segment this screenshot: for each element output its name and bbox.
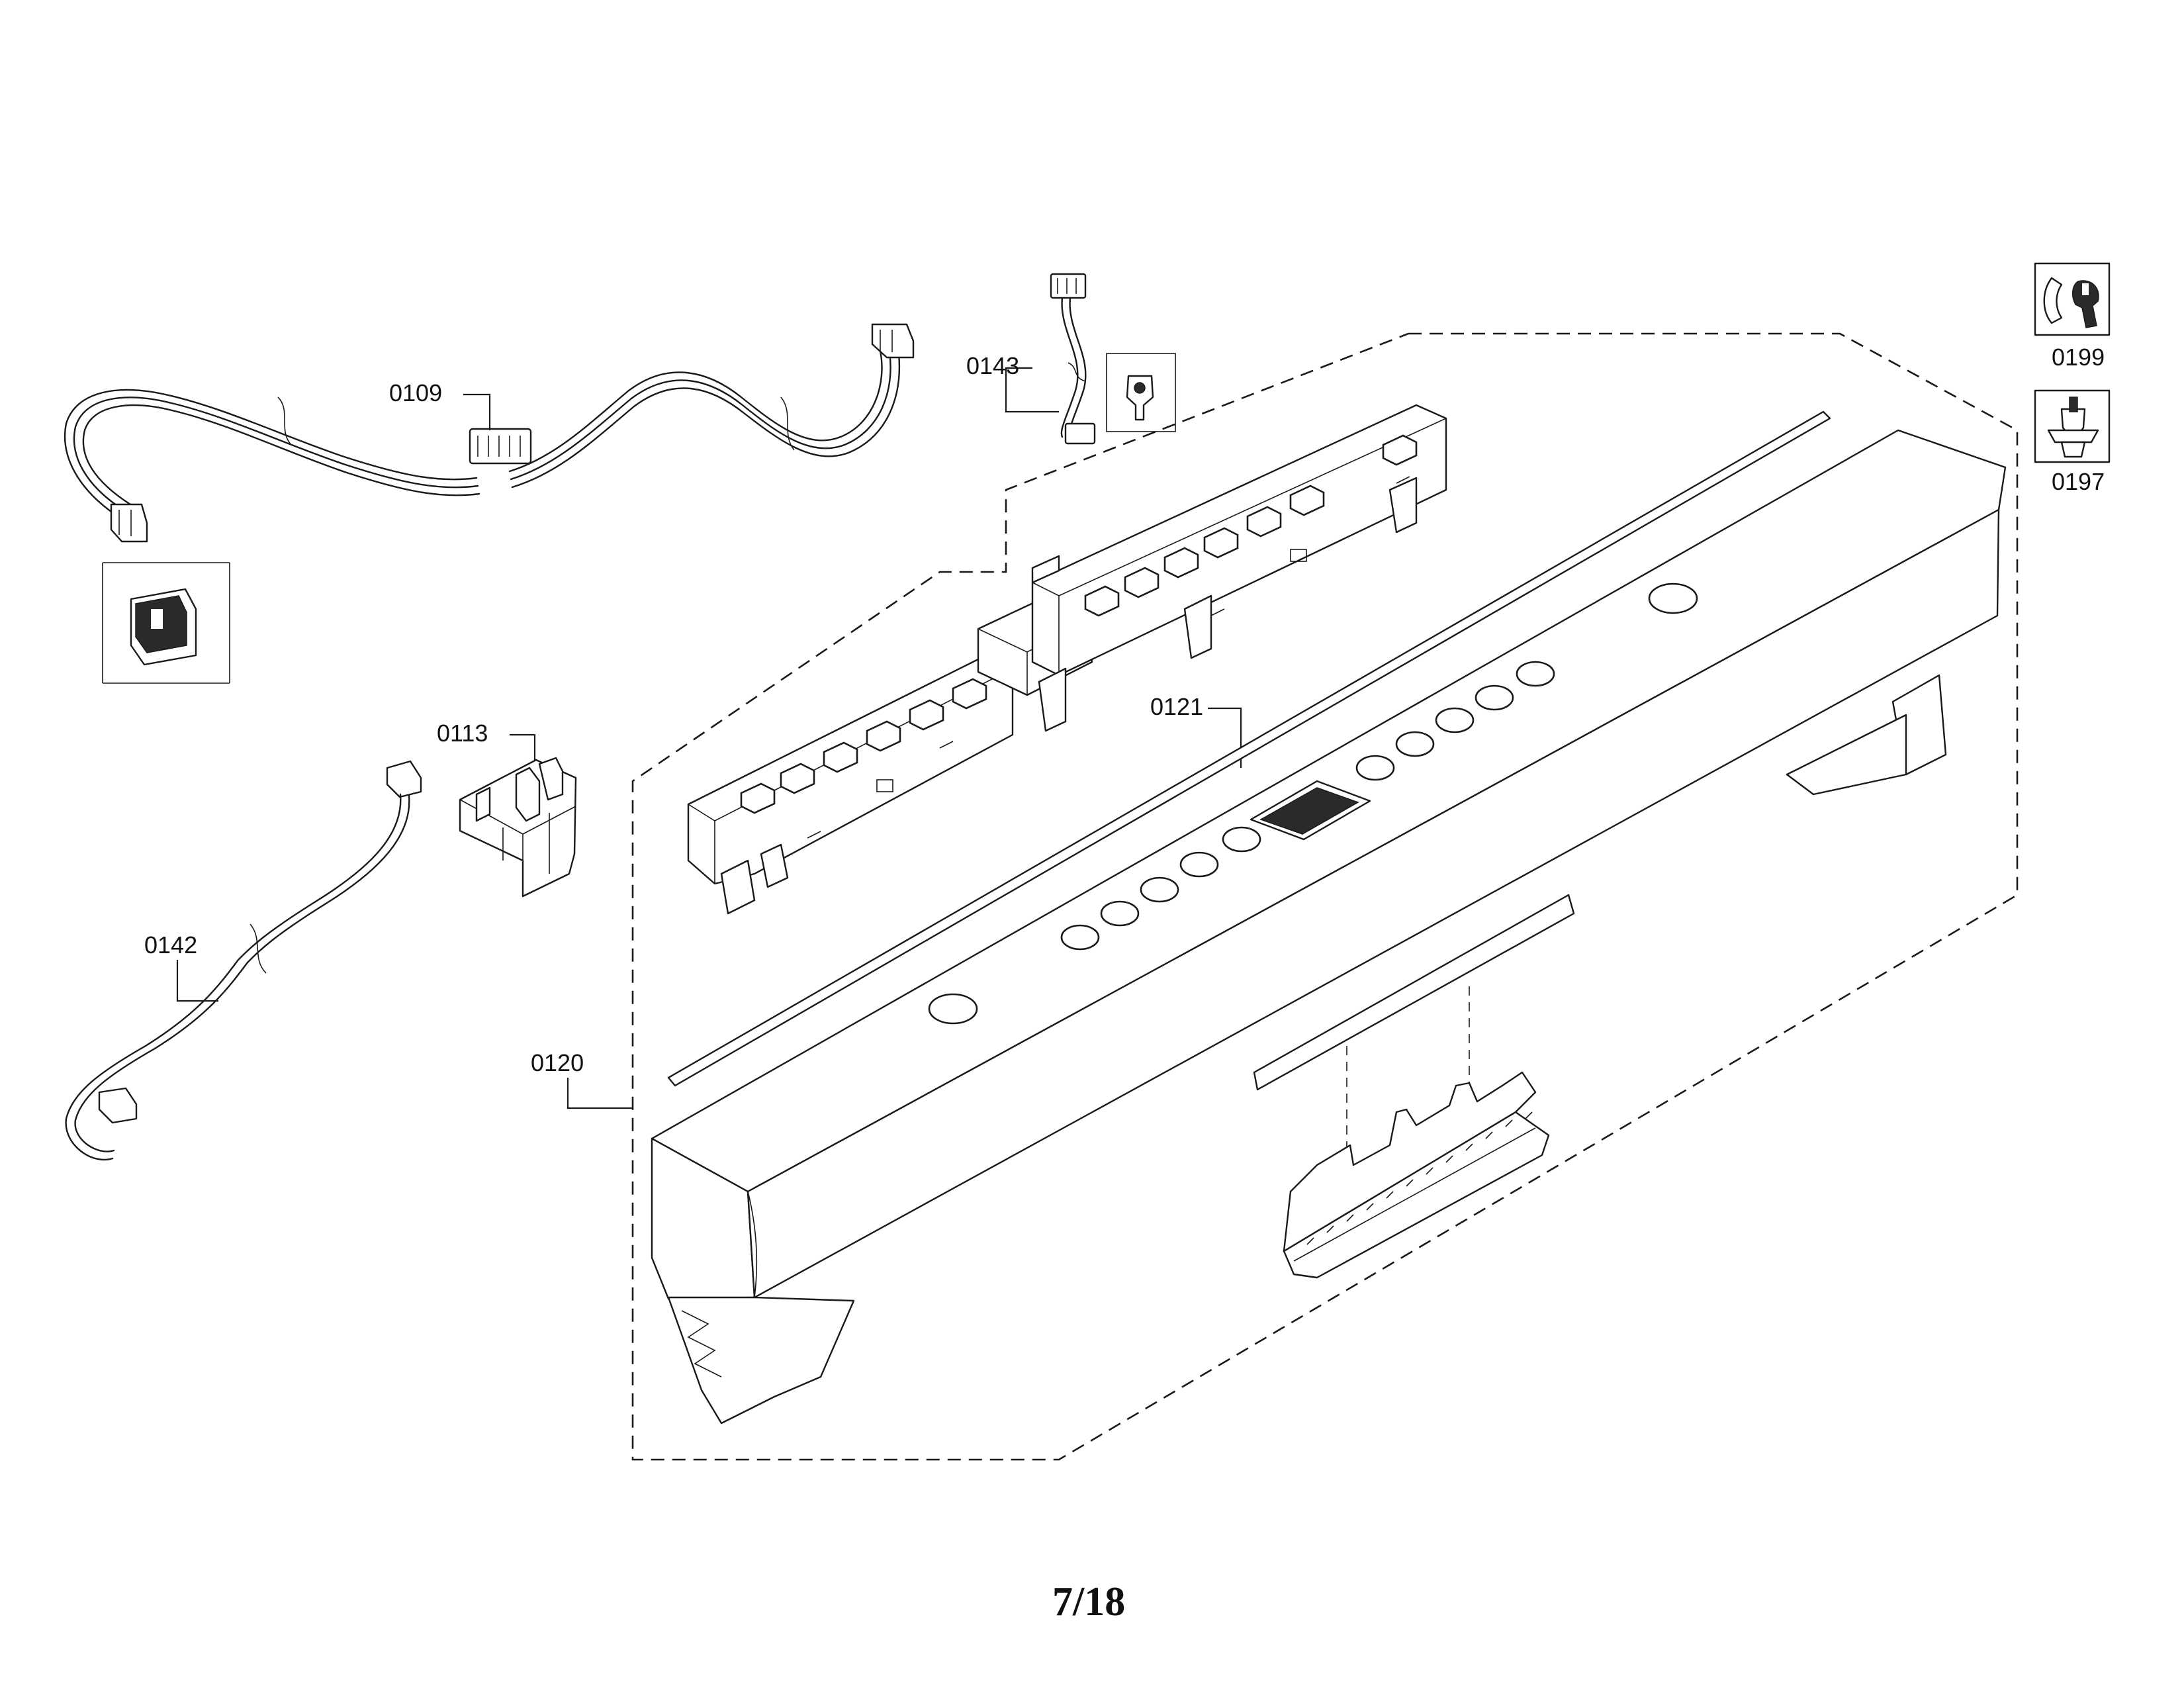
holder-0113 <box>459 757 577 898</box>
label-0142: 0142 <box>144 931 197 959</box>
assembly-boundary <box>631 332 2019 1461</box>
wire-harness-0142 <box>65 760 422 1161</box>
label-0197: 0197 <box>2052 468 2105 495</box>
sensor-wire-0143 <box>1005 273 1096 445</box>
label-0143: 0143 <box>966 352 1019 379</box>
screwdriver-tool-icon <box>2034 389 2111 463</box>
control-panel-0120 <box>651 410 2007 1425</box>
label-0113: 0113 <box>437 720 488 747</box>
wire-harness-0109 <box>64 323 915 543</box>
label-0109: 0109 <box>389 379 442 406</box>
wrench-tool-icon <box>2034 262 2111 336</box>
detail-box-sensor <box>1106 353 1176 432</box>
label-0120: 0120 <box>531 1049 584 1076</box>
page-number: 7/18 <box>1052 1579 1125 1624</box>
handle-grip <box>1283 1071 1550 1279</box>
detail-box-connector <box>102 562 230 684</box>
control-module-0121 <box>687 404 1447 915</box>
label-0199: 0199 <box>2052 344 2105 371</box>
label-0121: 0121 <box>1150 693 1203 720</box>
